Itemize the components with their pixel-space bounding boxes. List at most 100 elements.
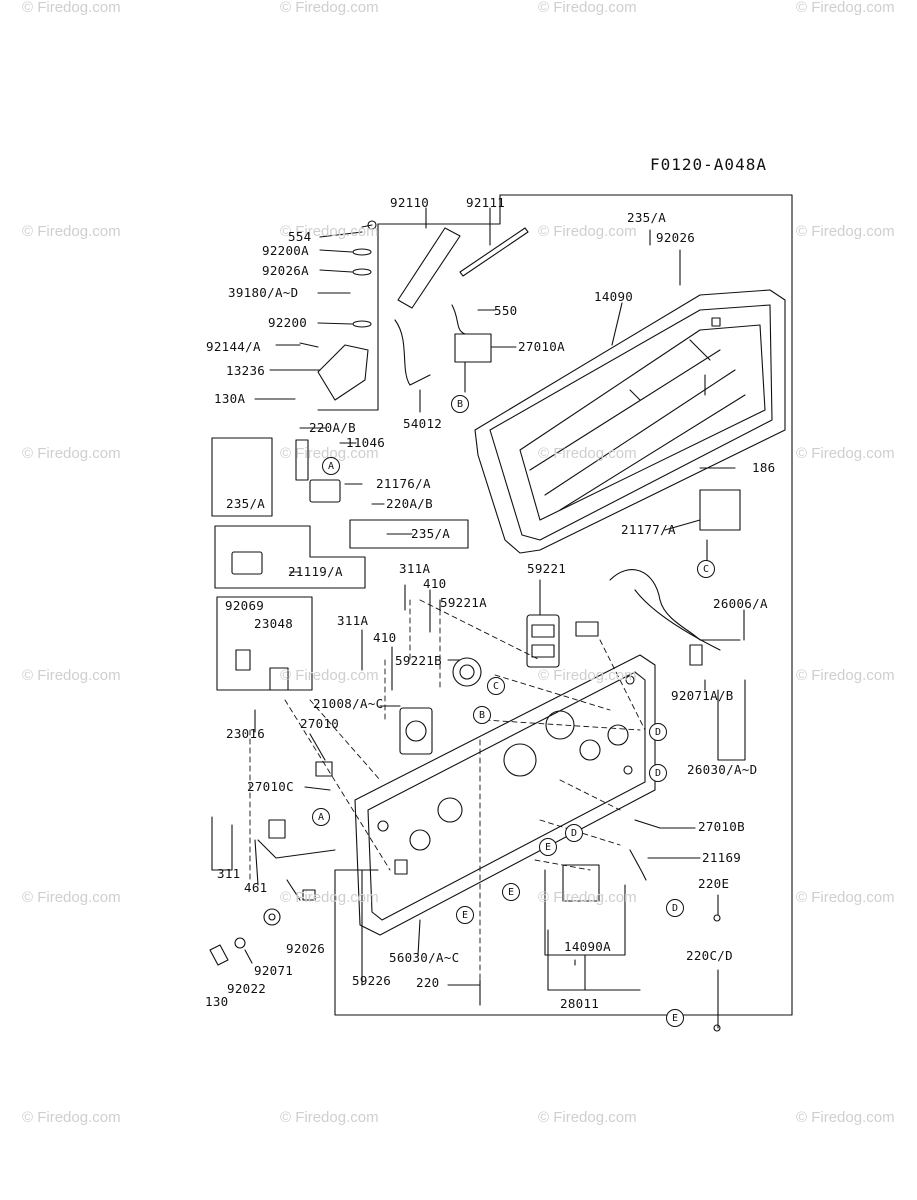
part-label: 92069: [225, 598, 265, 613]
part-label: 11046: [346, 435, 386, 450]
box-235a: [349, 519, 469, 549]
watermark: © Firedog.com: [280, 889, 379, 906]
part-label: 92071: [254, 963, 294, 978]
watermark: © Firedog.com: [22, 0, 121, 16]
switch-27010: [315, 761, 333, 777]
part-label: 235/A: [411, 526, 451, 541]
relay-21177: [699, 489, 741, 531]
part-label: 311A: [399, 561, 431, 576]
part-label: 59226: [352, 973, 392, 988]
part-label: 21008/A~C: [313, 696, 384, 711]
part-label: 14090: [594, 289, 634, 304]
part-label: 59221B: [395, 653, 442, 668]
callout-b: B: [451, 395, 469, 413]
part-label: 92026A: [262, 263, 309, 278]
watermark: © Firedog.com: [280, 1109, 379, 1126]
watermark: © Firedog.com: [280, 445, 379, 462]
part-label: 461: [244, 880, 268, 895]
part-label: 410: [373, 630, 397, 645]
receptacle-59221a: [452, 657, 482, 687]
watermark: © Firedog.com: [22, 667, 121, 684]
part-label: 92200A: [262, 243, 309, 258]
callout-d: D: [565, 824, 583, 842]
watermark: © Firedog.com: [22, 445, 121, 462]
part-label: 27010: [300, 716, 340, 731]
switch-27010b: [634, 819, 673, 829]
callout-e: E: [456, 906, 474, 924]
part-label: 26006/A: [713, 596, 768, 611]
part-label: 220A/B: [309, 420, 356, 435]
cable-54012: [394, 319, 431, 386]
switch-27010c: [268, 819, 286, 839]
part-label: 92200: [268, 315, 308, 330]
part-label: 92111: [466, 195, 506, 210]
breaker-23048: [269, 667, 289, 691]
spacer-92026: [302, 889, 316, 901]
governor-part-13236: [317, 344, 369, 401]
part-label: 220A/B: [386, 496, 433, 511]
callout-d: D: [649, 723, 667, 741]
callout-c: C: [697, 560, 715, 578]
part-label: 56030/A~C: [389, 950, 460, 965]
part-label: 554: [288, 229, 312, 244]
callout-e: E: [666, 1009, 684, 1027]
sensor-21169: [629, 849, 647, 881]
part-label: 130: [205, 994, 229, 1009]
watermark: © Firedog.com: [538, 889, 637, 906]
switch-21176: [309, 479, 341, 503]
box-23016-group: [216, 596, 313, 691]
receptacle-59221b: [399, 707, 433, 755]
watermark: © Firedog.com: [796, 1109, 895, 1126]
callout-a: A: [312, 808, 330, 826]
callout-e: E: [502, 883, 520, 901]
washer-92022: [234, 937, 246, 949]
part-label: 21169: [702, 850, 742, 865]
part-label: 92110: [390, 195, 430, 210]
callout-d: D: [649, 764, 667, 782]
callout-e: E: [539, 838, 557, 856]
part-label: 21119/A: [288, 564, 343, 579]
part-label: 14090A: [564, 939, 611, 954]
wire-harness: [609, 569, 741, 641]
figure-code: F0120-A048A: [650, 155, 767, 174]
watermark: © Firedog.com: [22, 1109, 121, 1126]
rod-92111: [459, 227, 529, 277]
part-label: 92144/A: [206, 339, 261, 354]
part-label: 410: [423, 576, 447, 591]
breaker-92069: [235, 649, 251, 671]
part-label: 39180/A~D: [228, 285, 299, 300]
callout-c: C: [487, 677, 505, 695]
watermark: © Firedog.com: [538, 667, 637, 684]
watermark: © Firedog.com: [796, 223, 895, 240]
part-label: 550: [494, 303, 518, 318]
part-label: 59221: [527, 561, 567, 576]
part-label: 311A: [337, 613, 369, 628]
part-label: 26030/A~D: [687, 762, 758, 777]
part-label: 21177/A: [621, 522, 676, 537]
bolt-130: [209, 944, 229, 966]
top-bracket-line: [377, 194, 501, 411]
watermark: © Firedog.com: [22, 889, 121, 906]
part-label: 23048: [254, 616, 294, 631]
callout-b: B: [473, 706, 491, 724]
part-label: 92026: [286, 941, 326, 956]
watermark: © Firedog.com: [538, 0, 637, 16]
front-panel: [354, 654, 656, 936]
meter-14090a: [562, 864, 600, 902]
watermark: © Firedog.com: [538, 445, 637, 462]
watermark: © Firedog.com: [280, 223, 379, 240]
callout-d: D: [666, 899, 684, 917]
switch-21119: [231, 551, 263, 575]
watermark: © Firedog.com: [280, 667, 379, 684]
watermark: © Firedog.com: [796, 445, 895, 462]
part-label: 13236: [226, 363, 266, 378]
part-label: 21176/A: [376, 476, 431, 491]
watermark: © Firedog.com: [796, 0, 895, 16]
part-label: 235/A: [627, 210, 667, 225]
watermark: © Firedog.com: [280, 0, 379, 16]
washer-92071: [263, 908, 281, 926]
part-label: 235/A: [226, 496, 266, 511]
control-box-housing: [474, 289, 786, 554]
part-label: 220C/D: [686, 948, 733, 963]
